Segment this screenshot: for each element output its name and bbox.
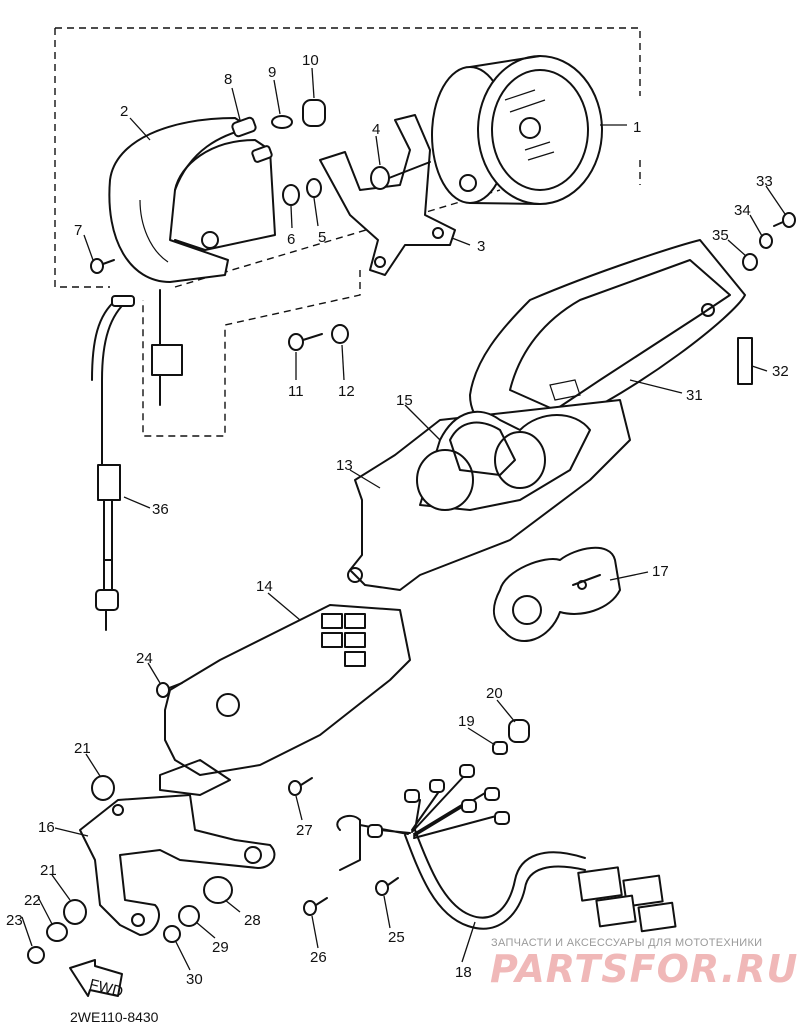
callout-21b: 21 (40, 862, 57, 879)
callout-26: 26 (310, 949, 327, 966)
grommet-21-upper (91, 775, 115, 801)
callout-3: 3 (477, 238, 485, 255)
washer-22 (46, 922, 68, 942)
washer-12 (331, 324, 349, 344)
callout-16: 16 (38, 819, 55, 836)
wire-harness (336, 764, 677, 933)
bulb-19 (492, 741, 508, 755)
screw-26 (303, 897, 328, 916)
watermark-tagline: ЗАПЧАСТИ И АКСЕССУАРЫ ДЛЯ МОТОТЕХНИКИ (491, 937, 762, 949)
callout-19: 19 (458, 713, 475, 730)
screw-33 (773, 212, 796, 228)
callout-4: 4 (372, 121, 380, 138)
lower-bracket (79, 794, 276, 936)
callout-28: 28 (244, 912, 261, 929)
leader-lines (21, 67, 786, 971)
callout-29: 29 (212, 939, 229, 956)
callout-7: 7 (74, 222, 82, 239)
callout-2: 2 (120, 103, 128, 120)
watermark: ЗАПЧАСТИ И АКСЕССУАРЫ ДЛЯ МОТОТЕХНИКИ PA… (490, 937, 798, 991)
bulb-9 (271, 115, 293, 129)
callout-36: 36 (152, 501, 169, 518)
callout-20: 20 (486, 685, 503, 702)
screw-7 (90, 258, 115, 274)
fwd-arrow: FWD (69, 959, 125, 1001)
callout-1: 1 (633, 119, 641, 136)
nut-30 (163, 925, 181, 943)
callout-21a: 21 (74, 740, 91, 757)
cap-20 (508, 719, 530, 743)
grommet-4 (370, 161, 431, 190)
callout-32: 32 (772, 363, 789, 380)
screw-24 (156, 682, 183, 698)
meter-cover (108, 117, 276, 283)
meter-unit (431, 55, 603, 205)
callout-10: 10 (302, 52, 319, 69)
callout-15: 15 (396, 392, 413, 409)
callout-14: 14 (256, 578, 273, 595)
washer-29 (178, 905, 200, 927)
callout-18: 18 (455, 964, 472, 981)
drawing-code: 2WE110-8430 (70, 1009, 159, 1025)
rear-housing (159, 604, 411, 796)
callout-9: 9 (268, 64, 276, 81)
washer-5 (306, 178, 322, 198)
callout-34: 34 (734, 202, 751, 219)
screw-27 (288, 777, 313, 796)
callout-12: 12 (338, 383, 355, 400)
callout-33: 33 (756, 173, 773, 190)
callout-30: 30 (186, 971, 203, 988)
speedometer-cable (91, 295, 135, 631)
callout-5: 5 (318, 229, 326, 246)
callout-27: 27 (296, 822, 313, 839)
bolt-11 (288, 333, 323, 351)
callout-17: 17 (652, 563, 669, 580)
grommet-35 (742, 253, 758, 271)
callout-8: 8 (224, 71, 232, 88)
callout-35: 35 (712, 227, 729, 244)
assembly-boundary (54, 27, 641, 437)
cap-10 (302, 99, 326, 127)
callout-22: 22 (24, 892, 41, 909)
callout-25: 25 (388, 929, 405, 946)
instrument-panel (347, 399, 631, 591)
cover-connector (151, 289, 183, 406)
watermark-brand: PARTSFOR.RU (490, 947, 798, 991)
grommet-21-lower (63, 899, 87, 925)
nut-23 (27, 946, 45, 964)
washer-34 (759, 233, 773, 249)
callout-6: 6 (287, 231, 295, 248)
callout-labels: 1 2 3 4 5 6 7 8 9 10 11 12 13 14 15 16 1… (6, 52, 789, 988)
callout-23: 23 (6, 912, 23, 929)
callout-24: 24 (136, 650, 153, 667)
grommet-28 (203, 876, 233, 904)
callout-13: 13 (336, 457, 353, 474)
callout-11: 11 (288, 383, 304, 400)
bulb-socket-8 (231, 116, 273, 163)
rubber-strip-32 (737, 337, 753, 385)
callout-31: 31 (686, 387, 703, 404)
screw-25 (375, 877, 399, 896)
gauge-face (492, 546, 621, 642)
grommet-6 (282, 184, 300, 206)
